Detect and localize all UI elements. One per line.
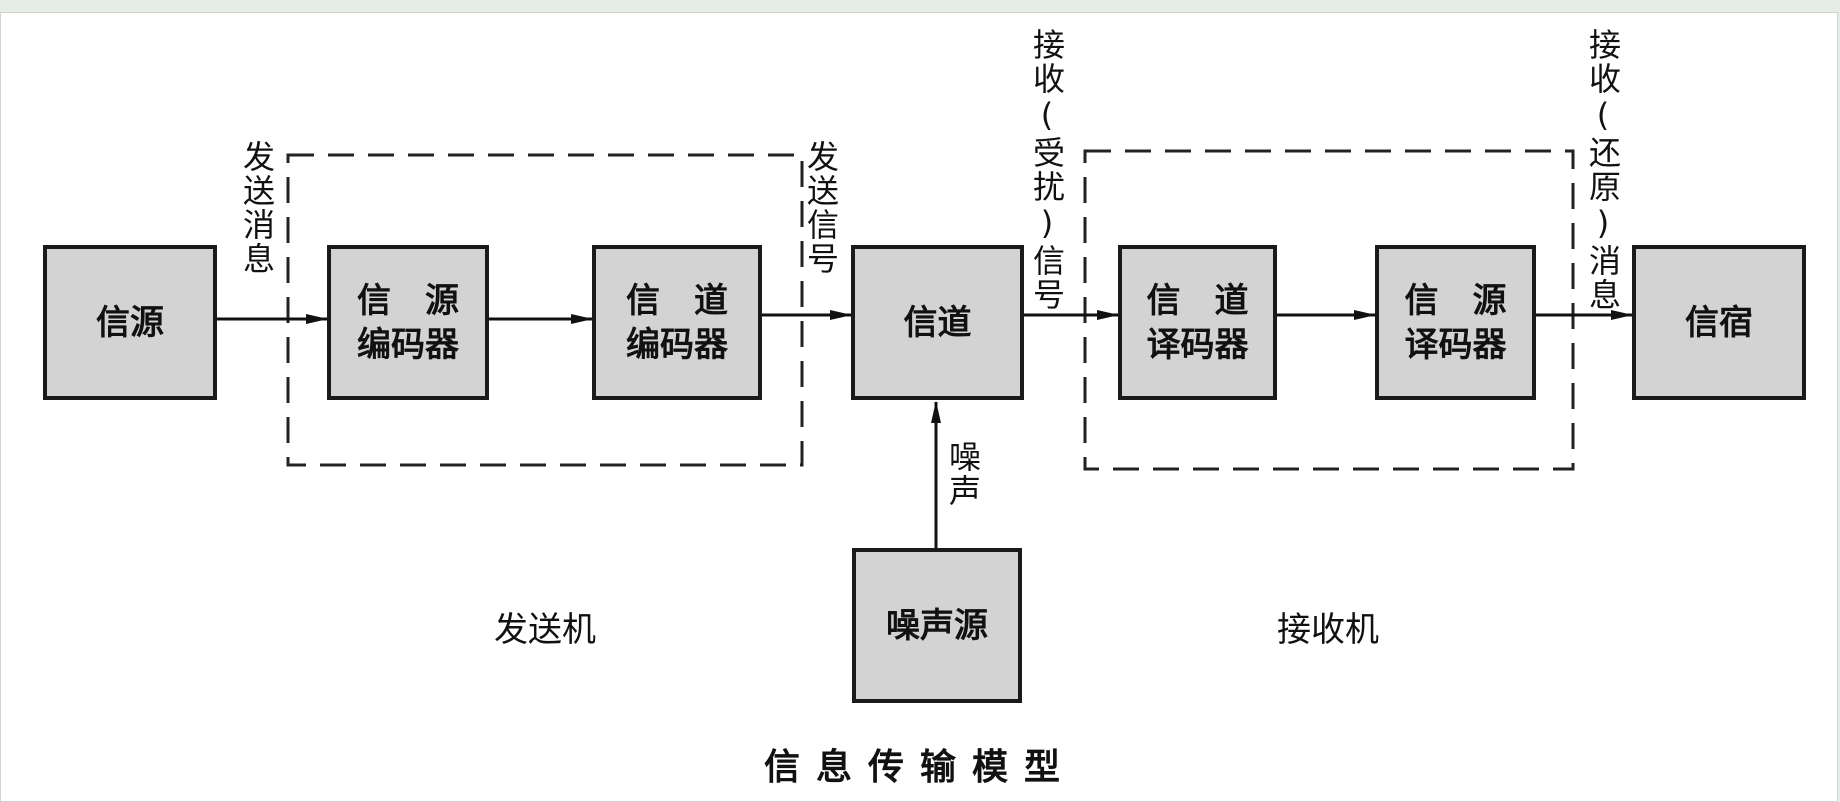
receiver-label: 接收机 <box>1277 610 1379 650</box>
noise-source-block: 噪声源 <box>852 548 1022 703</box>
receiver-group-outline <box>1083 149 1575 471</box>
sink-block: 信宿 <box>1632 245 1806 400</box>
source-encoder-label: 信 源 编码器 <box>357 280 459 365</box>
noise-label: 噪声 <box>944 440 982 508</box>
channel-label: 信道 <box>903 302 972 343</box>
channel-decoder-label: 信 道 译码器 <box>1146 280 1249 365</box>
diagram-caption: 信息传输模型 <box>763 747 1076 788</box>
channel-decoder-block: 信 道 译码器 <box>1118 245 1277 400</box>
received-signal-label: 接收(受扰)信号 <box>1028 28 1066 312</box>
channel-encoder-block: 信 道 编码器 <box>592 245 762 400</box>
channel-block: 信道 <box>851 245 1024 400</box>
source-block: 信源 <box>43 245 217 400</box>
source-decoder-label: 信 源 译码器 <box>1404 280 1507 365</box>
sent-message-label: 发送消息 <box>238 140 276 276</box>
sent-signal-label: 发送信号 <box>802 140 840 276</box>
received-message-label: 接收(还原)消息 <box>1584 28 1622 312</box>
source-encoder-block: 信 源 编码器 <box>327 245 489 400</box>
channel-encoder-label: 信 道 编码器 <box>626 280 728 365</box>
transmitter-group-outline <box>286 153 804 467</box>
sink-label: 信宿 <box>1685 302 1753 343</box>
source-decoder-block: 信 源 译码器 <box>1375 245 1536 400</box>
transmitter-label: 发送机 <box>494 610 596 650</box>
source-label: 信源 <box>96 302 164 343</box>
noise-source-label: 噪声源 <box>886 605 988 646</box>
